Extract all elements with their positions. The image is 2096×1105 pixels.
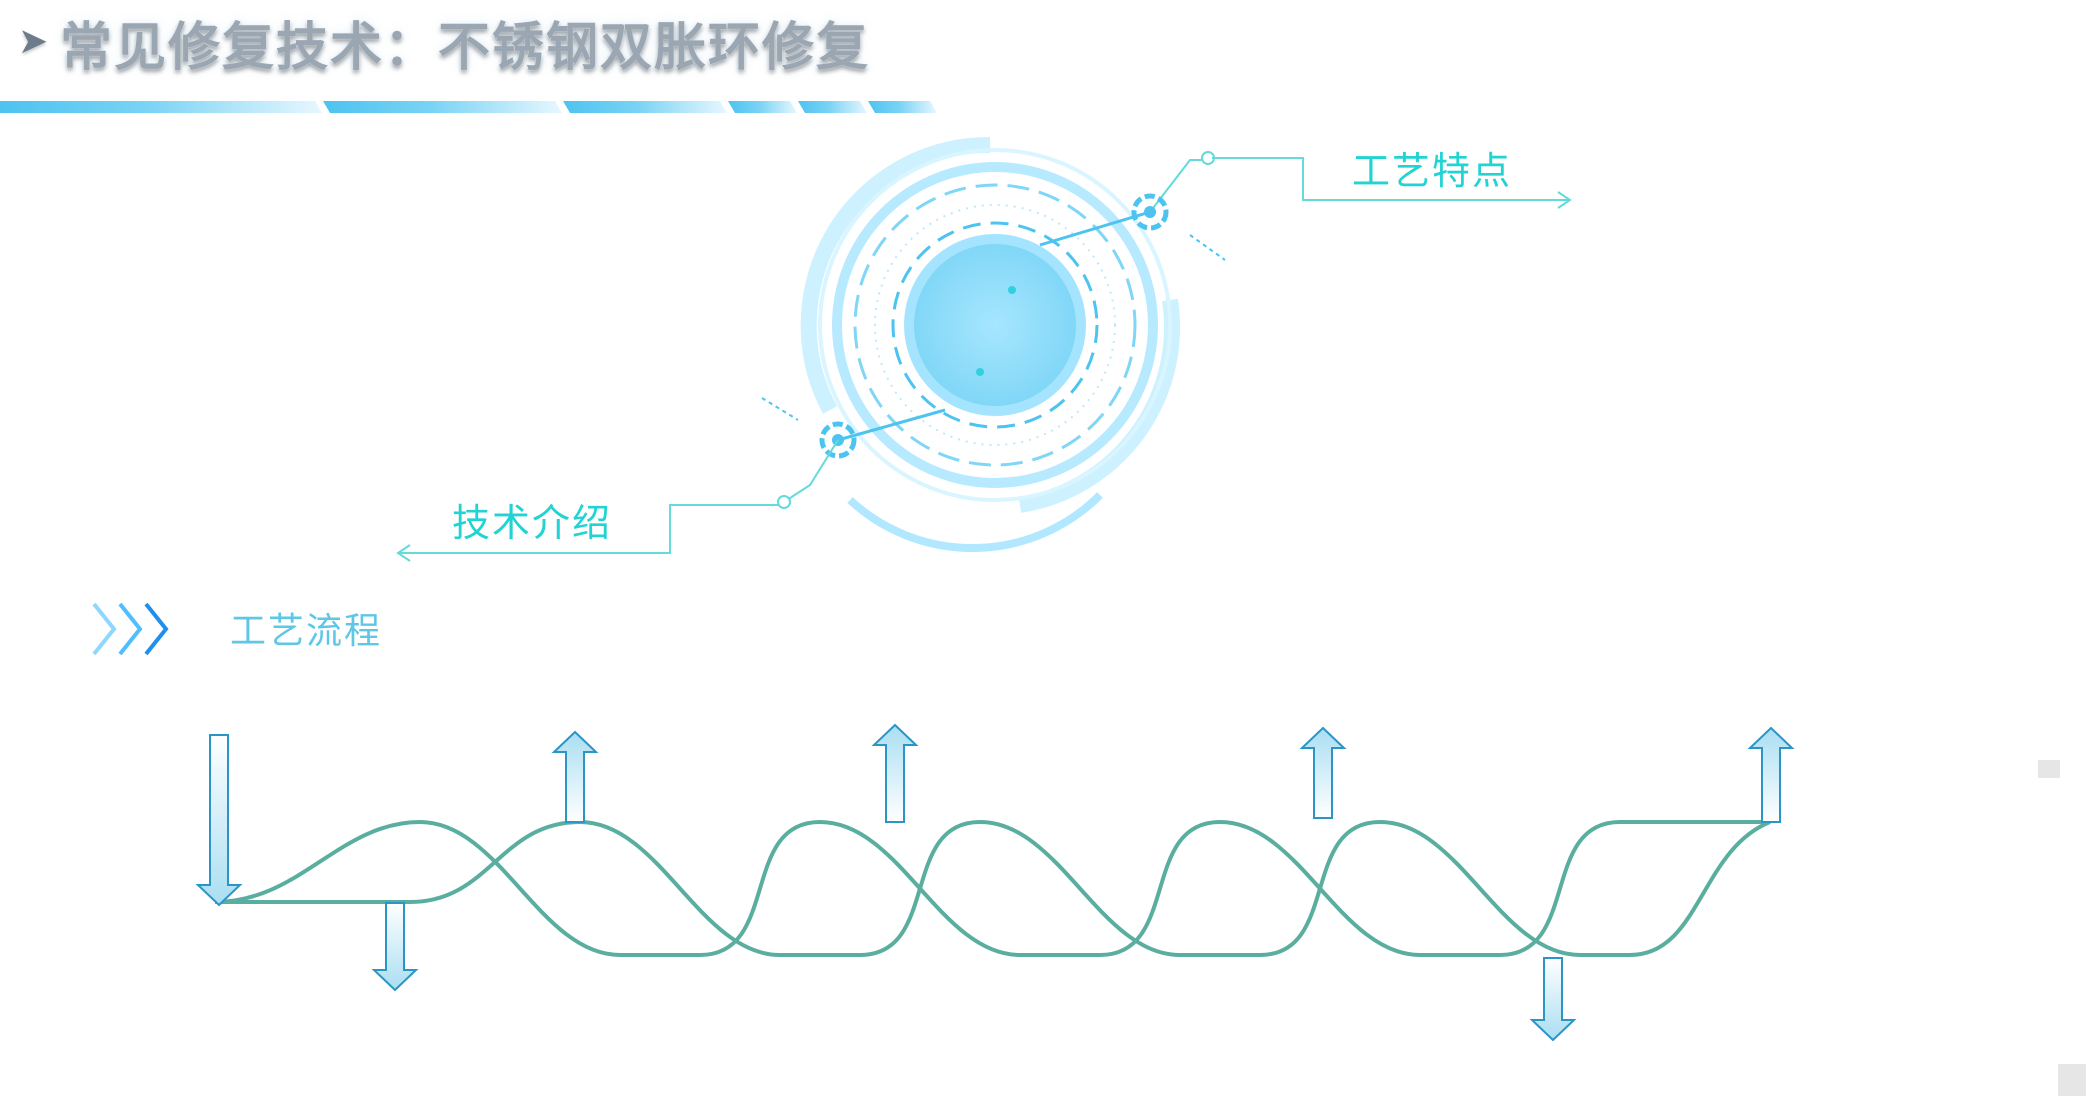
triple-chevron-icon <box>92 602 169 656</box>
arrow-up-icon <box>1747 726 1795 823</box>
arrow-down-icon <box>1529 957 1577 1042</box>
tech-circle <box>800 136 1180 553</box>
arrow-up-icon <box>551 730 599 823</box>
process-wave-diagram <box>195 723 1795 1042</box>
callout-top-right-line <box>1039 151 1572 261</box>
header-stripe <box>0 101 937 113</box>
arrow-up-icon <box>1299 726 1347 819</box>
page-title: 常见修复技术：不锈钢双胀环修复 <box>60 17 871 78</box>
arrow-down-icon <box>371 902 419 992</box>
decorative-square <box>2058 1064 2086 1096</box>
label-technical-intro[interactable]: 技术介绍 <box>452 501 613 545</box>
decorative-square <box>2038 760 2060 778</box>
arrow-up-icon <box>871 723 919 823</box>
page-header: ➤ 常见修复技术：不锈钢双胀环修复 <box>18 10 870 78</box>
label-process-features[interactable]: 工艺特点 <box>1352 149 1513 193</box>
callout-bottom-left-line <box>396 397 946 562</box>
chevron-right-icon: ➤ <box>18 21 49 62</box>
section-label-process-flow: 工艺流程 <box>230 611 383 652</box>
arrow-down-icon <box>195 734 243 907</box>
